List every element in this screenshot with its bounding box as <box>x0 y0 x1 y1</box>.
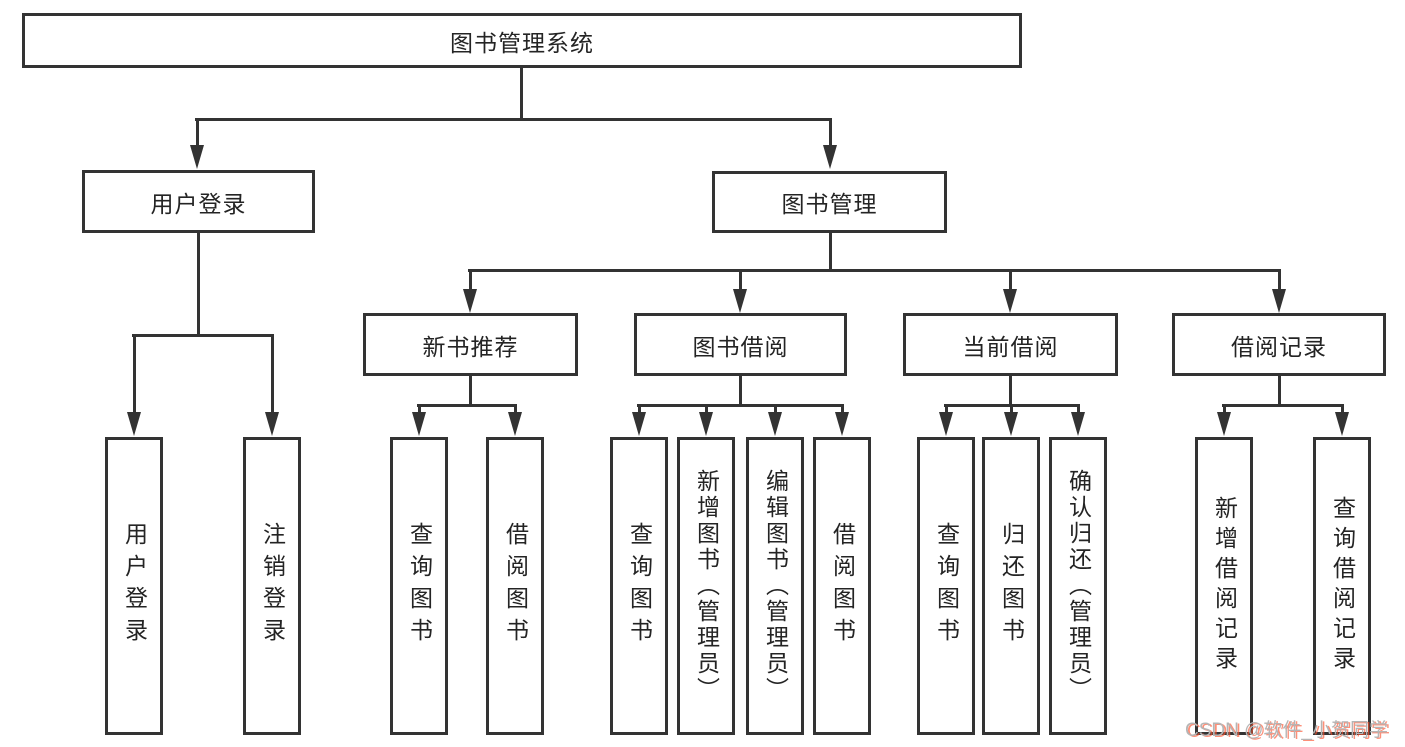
leaf-query-books-current-label: 查询图书 <box>933 522 960 650</box>
leaf-return-books: 归还图书 <box>982 437 1040 735</box>
leaf-borrow-books-recommend: 借阅图书 <box>486 437 544 735</box>
csdn-watermark: CSDN @软件_小贺同学 <box>1185 720 1388 741</box>
node-new-book-recommend: 新书推荐 <box>363 313 578 376</box>
node-book-borrowing-label: 图书借阅 <box>692 333 789 360</box>
node-borrowing-records: 借阅记录 <box>1172 313 1386 376</box>
leaf-edit-book-admin: 编辑图书（管理员） <box>746 437 804 735</box>
connector-stem <box>1077 404 1080 416</box>
connector-user-login-stub <box>197 233 200 336</box>
connector-stem-recommend <box>469 269 472 290</box>
connector-stem <box>1010 404 1013 416</box>
connector-stem-current <box>1009 269 1012 290</box>
arrowhead-icon <box>823 145 837 169</box>
connector-stem-leaf-logout <box>271 334 274 412</box>
leaf-query-borrow-record: 查询借阅记录 <box>1313 437 1371 735</box>
connector-root-stub <box>520 68 523 120</box>
node-book-management-label: 图书管理 <box>781 191 878 217</box>
connector-stem-book-mgmt <box>829 118 832 147</box>
leaf-return-books-label: 归还图书 <box>998 522 1025 650</box>
arrowhead-icon <box>699 412 713 436</box>
arrowhead-icon <box>768 412 782 436</box>
connector-recommend-rail <box>417 404 517 407</box>
node-new-book-recommend-label: 新书推荐 <box>422 333 519 360</box>
connector-stem-borrowing <box>739 269 742 290</box>
connector-level3-rail <box>468 269 1281 272</box>
connector-stem <box>418 404 421 416</box>
connector-current-stub <box>1009 376 1012 407</box>
arrowhead-icon <box>127 412 141 436</box>
leaf-query-books-recommend: 查询图书 <box>390 437 448 735</box>
arrowhead-icon <box>1335 412 1349 436</box>
connector-stem <box>1223 404 1226 416</box>
arrowhead-icon <box>265 412 279 436</box>
leaf-user-login-label: 用户登录 <box>121 522 148 650</box>
leaf-query-books-borrowing-label: 查询图书 <box>626 522 653 650</box>
leaf-user-login: 用户登录 <box>105 437 163 735</box>
node-book-borrowing: 图书借阅 <box>634 313 847 376</box>
arrowhead-icon <box>508 412 522 436</box>
connector-level2-rail <box>195 118 832 121</box>
node-book-management: 图书管理 <box>712 171 947 233</box>
node-user-login: 用户登录 <box>82 170 315 233</box>
arrowhead-icon <box>939 412 953 436</box>
connector-stem <box>705 404 708 416</box>
arrowhead-icon <box>1003 289 1017 313</box>
arrowhead-icon <box>733 289 747 313</box>
leaf-logout: 注销登录 <box>243 437 301 735</box>
connector-stem <box>841 404 844 416</box>
connector-stem <box>945 404 948 416</box>
arrowhead-icon <box>1272 289 1286 313</box>
leaf-add-book-admin: 新增图书（管理员） <box>677 437 735 735</box>
leaf-add-borrow-record-label: 新增借阅记录 <box>1211 496 1238 676</box>
connector-stem-records <box>1278 269 1281 290</box>
leaf-borrow-books-borrowing-label: 借阅图书 <box>829 522 856 650</box>
connector-stem <box>774 404 777 416</box>
arrowhead-icon <box>190 145 204 169</box>
connector-stem <box>638 404 641 416</box>
node-library-system: 图书管理系统 <box>22 13 1022 68</box>
leaf-logout-label: 注销登录 <box>259 522 286 650</box>
arrowhead-icon <box>463 289 477 313</box>
connector-stem <box>1341 404 1344 416</box>
connector-records-stub <box>1278 376 1281 407</box>
connector-book-mgmt-stub <box>829 233 832 271</box>
connector-borrowing-rail <box>637 404 844 407</box>
leaf-query-books-current: 查询图书 <box>917 437 975 735</box>
node-user-login-label: 用户登录 <box>150 190 247 217</box>
arrowhead-icon <box>1004 412 1018 436</box>
arrowhead-icon <box>1071 412 1085 436</box>
leaf-confirm-return-admin-label: 确认归还（管理员） <box>1065 469 1092 703</box>
connector-stem <box>514 404 517 416</box>
arrowhead-icon <box>412 412 426 436</box>
connector-user-login-rail <box>132 334 274 337</box>
leaf-add-borrow-record: 新增借阅记录 <box>1195 437 1253 735</box>
arrowhead-icon <box>632 412 646 436</box>
connector-stem-user-login <box>196 118 199 147</box>
connector-records-rail <box>1222 404 1344 407</box>
leaf-query-borrow-record-label: 查询借阅记录 <box>1329 496 1356 676</box>
leaf-borrow-books-borrowing: 借阅图书 <box>813 437 871 735</box>
node-current-borrowing: 当前借阅 <box>903 313 1118 376</box>
node-library-system-label: 图书管理系统 <box>450 29 594 56</box>
leaf-borrow-books-recommend-label: 借阅图书 <box>502 522 529 650</box>
arrowhead-icon <box>1217 412 1231 436</box>
connector-borrowing-stub <box>739 376 742 407</box>
connector-stem-leaf-login <box>133 334 136 412</box>
node-current-borrowing-label: 当前借阅 <box>962 333 1059 360</box>
leaf-confirm-return-admin: 确认归还（管理员） <box>1049 437 1107 735</box>
leaf-query-books-recommend-label: 查询图书 <box>406 522 433 650</box>
leaf-query-books-borrowing: 查询图书 <box>610 437 668 735</box>
arrowhead-icon <box>835 412 849 436</box>
connector-recommend-stub <box>469 376 472 407</box>
leaf-add-book-admin-label: 新增图书（管理员） <box>693 469 720 703</box>
node-borrowing-records-label: 借阅记录 <box>1231 333 1327 360</box>
leaf-edit-book-admin-label: 编辑图书（管理员） <box>762 469 789 703</box>
